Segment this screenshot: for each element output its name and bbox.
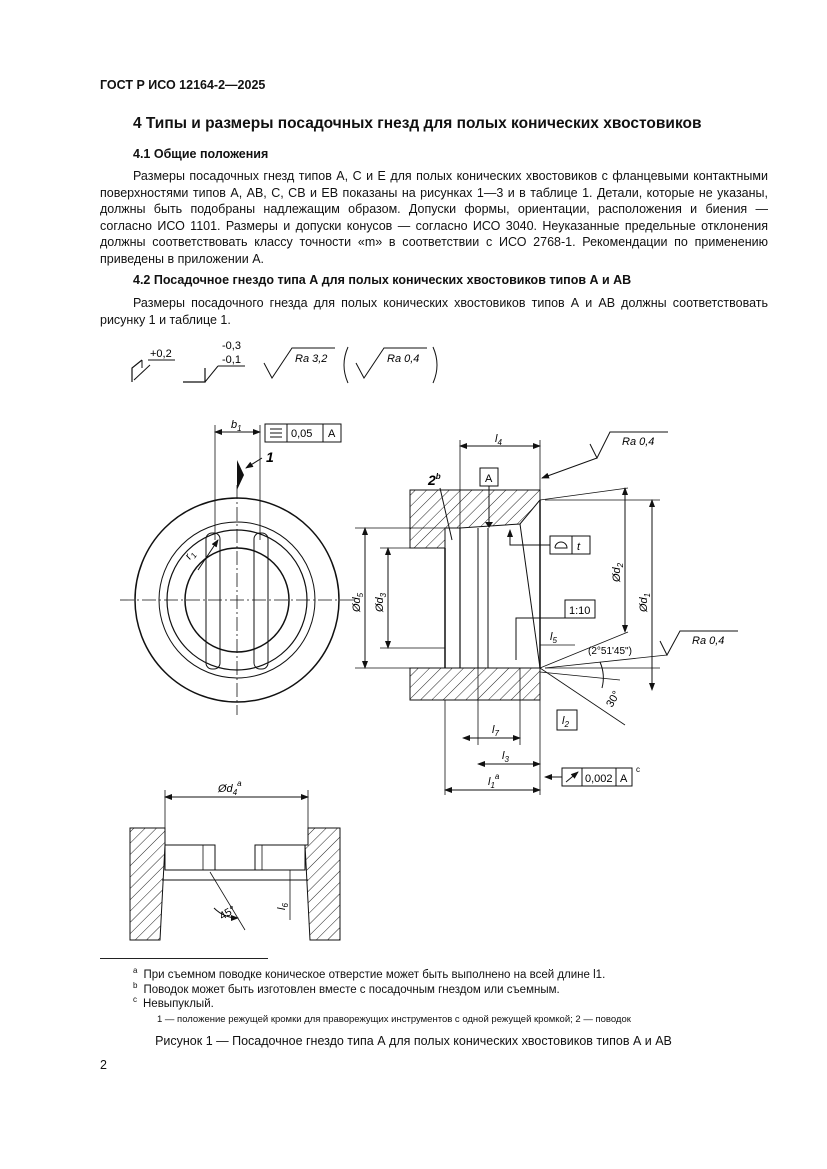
svg-text:l1a: l1a xyxy=(488,772,500,790)
figure-1-drawing: +0,2 -0,3 -0,1 Ra 3,2 Ra 0,4 b1 xyxy=(120,340,738,941)
b1-sub: 1 xyxy=(237,424,241,433)
l6-sub: 6 xyxy=(281,903,290,908)
svg-text:l3: l3 xyxy=(502,750,509,764)
d4-sup: a xyxy=(237,779,242,788)
d4-sub: 4 xyxy=(233,788,238,797)
datum-a-label: A xyxy=(485,473,493,485)
d3-label: Ød xyxy=(374,596,386,613)
d5-sub: 5 xyxy=(356,592,365,597)
d2-label: Ød xyxy=(611,566,623,583)
svg-text:2b: 2b xyxy=(427,472,441,488)
document-header: ГОСТ Р ИСО 12164-2—2025 xyxy=(100,78,266,92)
tol-minus-lower: -0,1 xyxy=(222,354,241,366)
ra-label-3: Ra 0,4 xyxy=(622,436,654,448)
footnote-b-mark: b xyxy=(133,981,138,990)
paragraph-general: Размеры посадочных гнезд типов А, С и Е … xyxy=(100,169,768,266)
d4-label: Ød xyxy=(217,783,234,795)
footnote-a-mark: a xyxy=(133,966,138,975)
footnote-c-text: Невыпуклый. xyxy=(143,997,214,1010)
svg-text:r1: r1 xyxy=(183,548,199,563)
section-view: Ød5 Ød3 Ød2 Ød1 l4 2b A t 1:10 l5 ( xyxy=(351,431,738,795)
callout-2: 2 xyxy=(427,472,436,488)
l2-label: l xyxy=(562,715,565,727)
l2-sub: 2 xyxy=(563,720,569,729)
section-title: 4 Типы и размеры посадочных гнезд для по… xyxy=(133,115,702,132)
tolerance-symbol-plus: +0,2 xyxy=(131,348,175,382)
l3-label: l xyxy=(502,750,505,762)
svg-text:l2: l2 xyxy=(562,715,569,729)
footnote-c: c Невыпуклый. xyxy=(133,995,214,1010)
bottom-angle-label: 45° xyxy=(218,904,238,923)
figure-caption: Рисунок 1 — Посадочное гнездо типа А для… xyxy=(155,1034,672,1048)
l6-label: l xyxy=(276,907,288,910)
footnote-b-text: Поводок может быть изготовлен вместе с п… xyxy=(143,983,560,996)
profile-tol-label: t xyxy=(577,541,581,553)
chamfer-angle-label: 30° xyxy=(604,689,623,709)
ra-label-1: Ra 3,2 xyxy=(295,353,327,365)
l4-label: l xyxy=(495,433,498,445)
r1-sub: 1 xyxy=(189,551,199,560)
l7-label: l xyxy=(492,724,495,736)
l1-label: l xyxy=(488,776,491,788)
d5-label: Ød xyxy=(351,596,363,613)
subsection-title-4-1: 4.1 Общие положения xyxy=(133,147,269,161)
runout-sup: c xyxy=(636,765,640,774)
bottom-view: Ød4a 45° l6 xyxy=(129,779,341,941)
roughness-symbol-2: Ra 0,4 xyxy=(343,346,438,384)
l4-sub: 4 xyxy=(497,438,502,447)
l7-sub: 7 xyxy=(494,729,499,738)
footnote-a-text: При съемном поводке коническое отверстие… xyxy=(143,968,606,981)
tolerance-symbol-minus: -0,3 -0,1 xyxy=(183,340,245,383)
svg-text:Ød2: Ød2 xyxy=(611,562,625,583)
d2-sub: 2 xyxy=(616,562,625,568)
footnote-c-mark: c xyxy=(133,995,137,1004)
callout-2-sup: b xyxy=(436,472,441,481)
svg-text:b1: b1 xyxy=(231,419,242,433)
svg-text:l4: l4 xyxy=(495,433,502,447)
roughness-symbol-1: Ra 3,2 xyxy=(263,347,335,379)
tol-minus-upper: -0,3 xyxy=(222,340,241,352)
runout-datum: A xyxy=(620,773,628,785)
ra-label-2: Ra 0,4 xyxy=(387,353,419,365)
symmetry-tol-value: 0,05 xyxy=(291,428,312,440)
footnote-separator xyxy=(100,958,268,959)
paragraph-type-a: Размеры посадочного гнезда для полых кон… xyxy=(100,296,768,327)
figure-legend: 1 — положение режущей кромки для праворе… xyxy=(157,1014,631,1025)
symmetry-tolerance-frame: 0,05 A xyxy=(264,423,342,443)
l1-sub: 1 xyxy=(490,781,494,790)
tol-plus-label: +0,2 xyxy=(150,348,172,360)
svg-text:l7: l7 xyxy=(492,724,499,738)
footnote-a: a При съемном поводке коническое отверсти… xyxy=(133,966,605,981)
svg-text:Ød3: Ød3 xyxy=(374,592,388,613)
d3-sub: 3 xyxy=(379,592,388,597)
l3-sub: 3 xyxy=(504,755,509,764)
subsection-title-4-2: 4.2 Посадочное гнездо типа А для полых к… xyxy=(133,273,632,287)
svg-text:l6: l6 xyxy=(276,903,290,910)
svg-text:Ød1: Ød1 xyxy=(638,593,652,613)
taper-label: 1:10 xyxy=(569,605,590,617)
b1-label: b xyxy=(231,419,237,431)
svg-text:Ød4a: Ød4a xyxy=(217,779,242,797)
page-number: 2 xyxy=(100,1058,107,1072)
footnote-b: b Поводок может быть изготовлен вместе с … xyxy=(133,981,560,996)
l1-sup: a xyxy=(495,772,500,781)
runout-tol-value: 0,002 xyxy=(585,773,613,785)
symmetry-datum: A xyxy=(328,428,336,440)
svg-text:Ød5: Ød5 xyxy=(351,592,365,613)
d1-label: Ød xyxy=(638,596,650,613)
svg-text:l5: l5 xyxy=(550,631,557,645)
l5-label: l xyxy=(550,631,553,643)
l5-sub: 5 xyxy=(552,636,557,645)
front-view: b1 0,05 A 1 r1 xyxy=(120,419,354,715)
ra-label-4: Ra 0,4 xyxy=(692,635,724,647)
d1-sub: 1 xyxy=(643,593,652,597)
callout-1: 1 xyxy=(266,449,274,465)
taper-angle-label: (2°51'45") xyxy=(588,646,632,657)
r1-label: r xyxy=(183,551,196,562)
